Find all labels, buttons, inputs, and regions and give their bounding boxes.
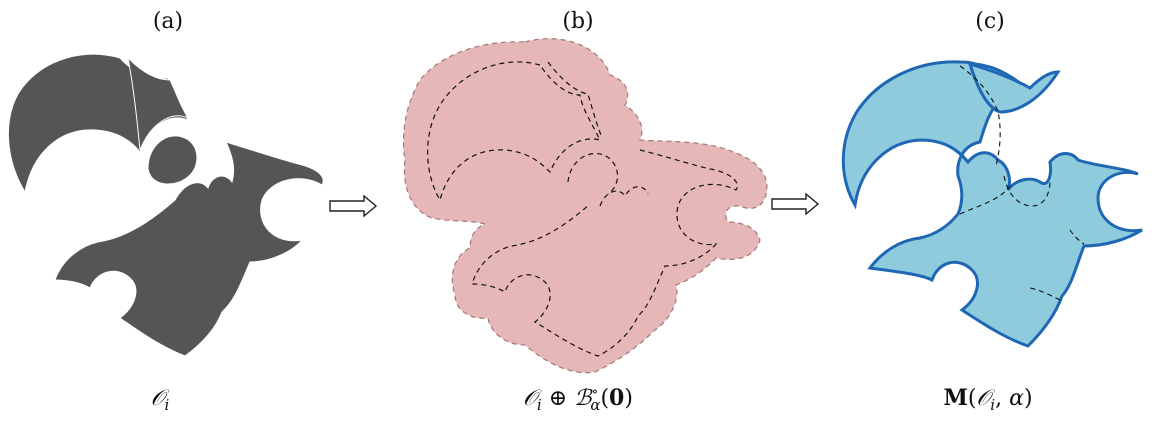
result-shape bbox=[841, 60, 1143, 348]
arrow-a-to-b bbox=[329, 195, 377, 217]
panel-label-b: (b) bbox=[562, 9, 593, 34]
panel-label-a: (a) bbox=[153, 9, 183, 34]
original-outline-dashed bbox=[427, 61, 738, 357]
caption-a: 𝒪i bbox=[151, 386, 170, 414]
panel-a: (a) 𝒪i bbox=[7, 9, 324, 414]
panel-b: (b) 𝒪i ⊕ ℬ∘α(0) bbox=[402, 9, 768, 414]
panel-c: (c) M(𝒪i, α) bbox=[841, 9, 1143, 414]
caption-c: M(𝒪i, α) bbox=[943, 385, 1032, 414]
caption-b: 𝒪i ⊕ ℬ∘α(0) bbox=[523, 384, 633, 414]
panel-label-c: (c) bbox=[975, 9, 1005, 34]
original-shape bbox=[7, 53, 324, 357]
arrow-b-to-c bbox=[771, 193, 819, 215]
dilated-shape bbox=[402, 38, 768, 374]
original-outline-dashed-c bbox=[959, 65, 1085, 301]
